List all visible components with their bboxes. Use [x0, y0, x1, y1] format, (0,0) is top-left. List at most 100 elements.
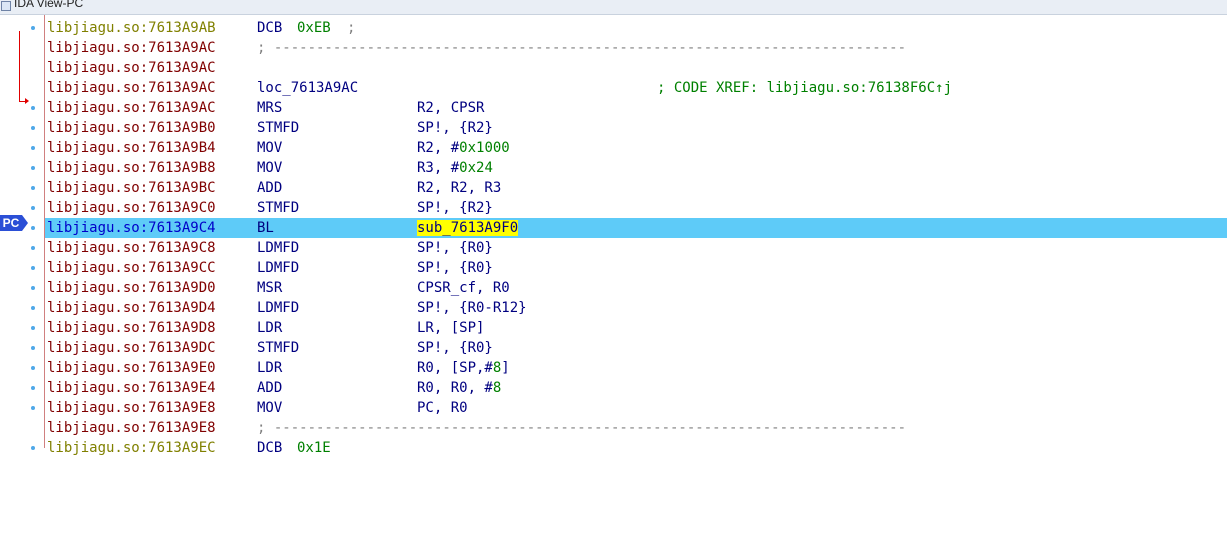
mnemonic[interactable]: MOV	[257, 160, 283, 176]
xref-comment[interactable]: ; CODE XREF: libjiagu.so:76138F6C↑j	[657, 80, 953, 96]
mnemonic[interactable]: LDMFD	[257, 260, 300, 276]
mnemonic[interactable]: ADD	[257, 180, 283, 196]
address[interactable]: libjiagu.so:7613A9C4	[47, 220, 216, 236]
breakpoint-dot-icon[interactable]	[31, 246, 35, 250]
operand[interactable]: R2, #0x1000	[417, 138, 510, 158]
address[interactable]: libjiagu.so:7613A9B8	[47, 160, 216, 176]
breakpoint-dot-icon[interactable]	[31, 386, 35, 390]
address[interactable]: libjiagu.so:7613A9DC	[47, 340, 216, 356]
window-titlebar[interactable]: IDA View-PC	[0, 0, 1227, 15]
mnemonic[interactable]: ADD	[257, 380, 283, 396]
listing-row[interactable]: libjiagu.so:7613A9B8 MOV R3, #0x24	[45, 158, 1227, 178]
listing-row[interactable]: libjiagu.so:7613A9C0 STMFD SP!, {R2}	[45, 198, 1227, 218]
operand[interactable]: SP!, {R0-R12}	[417, 300, 527, 316]
address[interactable]: libjiagu.so:7613A9AC	[47, 60, 216, 76]
breakpoint-dot-icon[interactable]	[31, 286, 35, 290]
listing-row[interactable]: libjiagu.so:7613A9DC STMFD SP!, {R0}	[45, 338, 1227, 358]
operand[interactable]: PC, R0	[417, 400, 468, 416]
mnemonic[interactable]: LDR	[257, 360, 283, 376]
listing-row[interactable]: libjiagu.so:7613A9C8 LDMFD SP!, {R0}	[45, 238, 1227, 258]
breakpoint-dot-icon[interactable]	[31, 206, 35, 210]
listing-row[interactable]: libjiagu.so:7613A9BC ADD R2, R2, R3	[45, 178, 1227, 198]
operand-number[interactable]: 0x1E	[297, 440, 331, 456]
listing-row[interactable]: libjiagu.so:7613A9AC MRS R2, CPSR	[45, 98, 1227, 118]
listing-row[interactable]: libjiagu.so:7613A9E8 MOV PC, R0	[45, 398, 1227, 418]
listing-row[interactable]: libjiagu.so:7613A9E8 ; -----------------…	[45, 418, 1227, 438]
operand[interactable]: SP!, {R0}	[417, 260, 493, 276]
operand[interactable]: SP!, {R0}	[417, 340, 493, 356]
listing-row[interactable]: libjiagu.so:7613A9B0 STMFD SP!, {R2}	[45, 118, 1227, 138]
mnemonic[interactable]: MOV	[257, 400, 283, 416]
operand[interactable]: sub_7613A9F0	[417, 218, 519, 238]
address[interactable]: libjiagu.so:7613A9D0	[47, 280, 216, 296]
breakpoint-dot-icon[interactable]	[31, 306, 35, 310]
mnemonic[interactable]: STMFD	[257, 200, 300, 216]
operand[interactable]: R0, [SP,#8]	[417, 358, 510, 378]
address[interactable]: libjiagu.so:7613A9E8	[47, 400, 216, 416]
operand[interactable]: R0, R0, #8	[417, 378, 501, 398]
operand[interactable]: SP!, {R2}	[417, 120, 493, 136]
breakpoint-dot-icon[interactable]	[31, 266, 35, 270]
breakpoint-dot-icon[interactable]	[31, 106, 35, 110]
listing-row[interactable]: libjiagu.so:7613A9CC LDMFD SP!, {R0}	[45, 258, 1227, 278]
address[interactable]: libjiagu.so:7613A9CC	[47, 260, 216, 276]
address[interactable]: libjiagu.so:7613A9AC	[47, 80, 216, 96]
address[interactable]: libjiagu.so:7613A9B4	[47, 140, 216, 156]
operand[interactable]: SP!, {R0}	[417, 240, 493, 256]
operand-number[interactable]: 0x24	[459, 160, 493, 176]
listing-row[interactable]: libjiagu.so:7613A9AC loc_7613A9AC ; CODE…	[45, 78, 1227, 98]
operand[interactable]: CPSR_cf, R0	[417, 280, 510, 296]
address[interactable]: libjiagu.so:7613A9C8	[47, 240, 216, 256]
address[interactable]: libjiagu.so:7613A9D4	[47, 300, 216, 316]
operand[interactable]: R2, CPSR	[417, 100, 485, 116]
mnemonic[interactable]: LDMFD	[257, 300, 300, 316]
address[interactable]: libjiagu.so:7613A9D8	[47, 320, 216, 336]
operand-number[interactable]: 8	[492, 380, 502, 396]
operand-number[interactable]: 0x1000	[459, 140, 510, 156]
operand[interactable]: 0x1E	[297, 438, 331, 458]
address[interactable]: libjiagu.so:7613A9B0	[47, 120, 216, 136]
breakpoint-dot-icon[interactable]	[31, 346, 35, 350]
address[interactable]: libjiagu.so:7613A9AC	[47, 100, 216, 116]
mnemonic[interactable]: STMFD	[257, 120, 300, 136]
breakpoint-dot-icon[interactable]	[31, 366, 35, 370]
breakpoint-dot-icon[interactable]	[31, 446, 35, 450]
code-label[interactable]: loc_7613A9AC	[257, 80, 359, 96]
call-target-link[interactable]: sub_7613A9F0	[417, 220, 519, 236]
operand[interactable]: R2, R2, R3	[417, 180, 502, 196]
operand[interactable]: SP!, {R2}	[417, 200, 493, 216]
address[interactable]: libjiagu.so:7613A9E4	[47, 380, 216, 396]
operand-number[interactable]: 0xEB	[297, 20, 331, 36]
mnemonic[interactable]: DCB	[257, 440, 283, 456]
breakpoint-dot-icon[interactable]	[31, 226, 35, 230]
address[interactable]: libjiagu.so:7613A9AB	[47, 20, 216, 36]
address[interactable]: libjiagu.so:7613A9E8	[47, 420, 216, 436]
line-gutter[interactable]	[0, 15, 44, 448]
breakpoint-dot-icon[interactable]	[31, 406, 35, 410]
address[interactable]: libjiagu.so:7613A9E0	[47, 360, 216, 376]
breakpoint-dot-icon[interactable]	[31, 146, 35, 150]
mnemonic[interactable]: LDR	[257, 320, 283, 336]
mnemonic[interactable]: DCB	[257, 20, 283, 36]
listing-row[interactable]: libjiagu.so:7613A9AC	[45, 58, 1227, 78]
listing-row[interactable]: libjiagu.so:7613A9E0 LDR R0, [SP,#8]	[45, 358, 1227, 378]
mnemonic[interactable]: BL	[257, 220, 274, 236]
breakpoint-dot-icon[interactable]	[31, 326, 35, 330]
mnemonic[interactable]: LDMFD	[257, 240, 300, 256]
breakpoint-dot-icon[interactable]	[31, 26, 35, 30]
address[interactable]: libjiagu.so:7613A9EC	[47, 440, 216, 456]
operand[interactable]: 0xEB	[297, 18, 331, 38]
disassembly-listing[interactable]: libjiagu.so:7613A9AB DCB 0xEB ; libjiagu…	[45, 18, 1227, 458]
mnemonic[interactable]: MOV	[257, 140, 283, 156]
mnemonic[interactable]: MRS	[257, 100, 283, 116]
listing-row[interactable]: libjiagu.so:7613A9AB DCB 0xEB ;	[45, 18, 1227, 38]
listing-row[interactable]: libjiagu.so:7613A9D4 LDMFD SP!, {R0-R12}	[45, 298, 1227, 318]
breakpoint-dot-icon[interactable]	[31, 186, 35, 190]
listing-row[interactable]: libjiagu.so:7613A9D8 LDR LR, [SP]	[45, 318, 1227, 338]
operand-number[interactable]: 8	[492, 360, 502, 376]
listing-row[interactable]: libjiagu.so:7613A9EC DCB 0x1E	[45, 438, 1227, 458]
current-pc-row[interactable]: libjiagu.so:7613A9C4 BL sub_7613A9F0	[45, 218, 1227, 238]
operand[interactable]: R3, #0x24	[417, 158, 493, 178]
listing-row[interactable]: libjiagu.so:7613A9AC ; -----------------…	[45, 38, 1227, 58]
listing-row[interactable]: libjiagu.so:7613A9B4 MOV R2, #0x1000	[45, 138, 1227, 158]
